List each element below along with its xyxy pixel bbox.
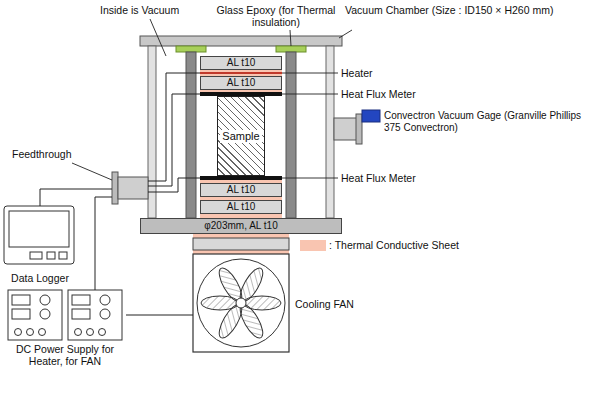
aluminium-block [193, 238, 289, 250]
power-supply-icon [100, 295, 110, 305]
vacuum-gauge [362, 110, 380, 122]
leader-line [282, 73, 338, 74]
cooling-fan-label: Cooling FAN [295, 298, 375, 310]
fan-symbol [193, 254, 289, 352]
node-text: Sample [220, 130, 261, 143]
fan-symbol [197, 259, 285, 347]
power-supply-icon [99, 329, 106, 336]
node-text: AL t10 [227, 57, 256, 69]
power-supply-icon [72, 309, 90, 319]
aluminium-plate: AL t10 [200, 56, 282, 70]
fan-symbol [193, 254, 289, 352]
vacuum-chamber [140, 36, 342, 46]
heater-element [200, 72, 282, 74]
aluminium-plate: AL t10 [200, 183, 282, 197]
heat-flux-meter [200, 176, 282, 180]
data-logger-label: Data Logger [0, 272, 80, 284]
signal-wire [148, 178, 200, 192]
data-logger-icon [59, 252, 67, 259]
data-logger-icon [47, 252, 55, 259]
legend-text: : Thermal Conductive Sheet [329, 239, 459, 251]
power-supply-icon [15, 329, 22, 336]
leader-line [150, 19, 166, 56]
vacuum-chamber [140, 36, 342, 218]
power-supply-icon [39, 329, 46, 336]
power-supply-icon [75, 329, 82, 336]
thermal-sheet [200, 90, 282, 92]
thermal-sheet [193, 70, 289, 254]
vacuum-gauge [356, 114, 362, 144]
leader-line [72, 163, 112, 180]
support-post [286, 52, 296, 218]
callout-label: Glass Epoxy (for Thermal insulation) [215, 4, 337, 28]
power-supply-icon [8, 290, 62, 340]
data-logger-icon [4, 206, 74, 264]
heater-element [200, 72, 282, 74]
power-supply-icon [68, 290, 122, 340]
signal-wire [148, 73, 200, 181]
node-text: AL t10 [227, 184, 256, 196]
power-supply-icon [100, 309, 110, 319]
callout-label: Heat Flux Meter [341, 172, 441, 184]
feedthrough-port [118, 177, 148, 199]
data-logger-icon [4, 206, 74, 264]
signal-wire [148, 94, 200, 186]
power-supply-icon [27, 329, 34, 336]
glass-epoxy-pad [176, 46, 306, 52]
callout-label: Heat Flux Meter [341, 88, 441, 100]
aluminium-block [193, 238, 289, 250]
feedthrough-port [112, 172, 118, 204]
power-supply-icon [40, 309, 50, 319]
thermal-sheet [193, 234, 289, 238]
data-logger-icon [9, 211, 69, 247]
support-post [186, 52, 296, 218]
thermal-sheet [193, 250, 289, 254]
vacuum-chamber [326, 46, 334, 218]
power-supply-icon [12, 309, 30, 319]
power-supply-icon [8, 290, 122, 340]
node-text: AL t10 [227, 201, 256, 213]
dc-power-supply: DC Power Supply for Heater, for FAN [4, 290, 126, 374]
power-supply-icon [40, 295, 50, 305]
callout-label: Vacuum Chamber (Size : ID150 × H260 mm) [345, 4, 560, 16]
leader-line [72, 19, 352, 180]
aluminium-plate: AL t10 [200, 200, 282, 214]
feedthrough-port [112, 172, 148, 204]
fan-symbol [236, 298, 246, 308]
callout-label: Convectron Vacuum Gage (Granville Philli… [384, 110, 596, 134]
vacuum-gauge [334, 110, 380, 144]
leader-line [282, 94, 338, 95]
glass-epoxy-pad [276, 46, 306, 52]
thermal-sheet [200, 70, 282, 72]
signal-wire [95, 197, 112, 290]
callout-label: Inside is Vacuum [100, 4, 200, 16]
power-supply-icon [72, 295, 90, 305]
leader-line [339, 30, 352, 38]
dc-power-supply-label: DC Power Supply for Heater, for FAN [10, 343, 120, 367]
callout-label: Heater [341, 67, 421, 79]
data-logger: Data Logger [4, 206, 76, 286]
support-post [186, 52, 196, 218]
leader-line [282, 178, 338, 179]
cooling-fan: Cooling FAN [193, 254, 378, 354]
base-plate: φ203mm, AL t10 [140, 218, 342, 234]
sample-block: Sample [217, 96, 265, 176]
signal-wire [40, 73, 200, 290]
heat-flux-meter [200, 92, 282, 180]
power-supply-icon [12, 295, 30, 305]
node-text: φ203mm, AL t10 [204, 220, 277, 232]
legend-swatch [300, 240, 326, 251]
aluminium-plate: AL t10 [200, 76, 282, 90]
leader-line [290, 30, 291, 46]
node-text: AL t10 [227, 77, 256, 89]
power-supply-icon [87, 329, 94, 336]
power-wire [126, 315, 193, 316]
glass-epoxy-pad [176, 46, 206, 52]
data-logger-icon [30, 252, 42, 259]
callout-label: Feedthrough [12, 148, 102, 160]
